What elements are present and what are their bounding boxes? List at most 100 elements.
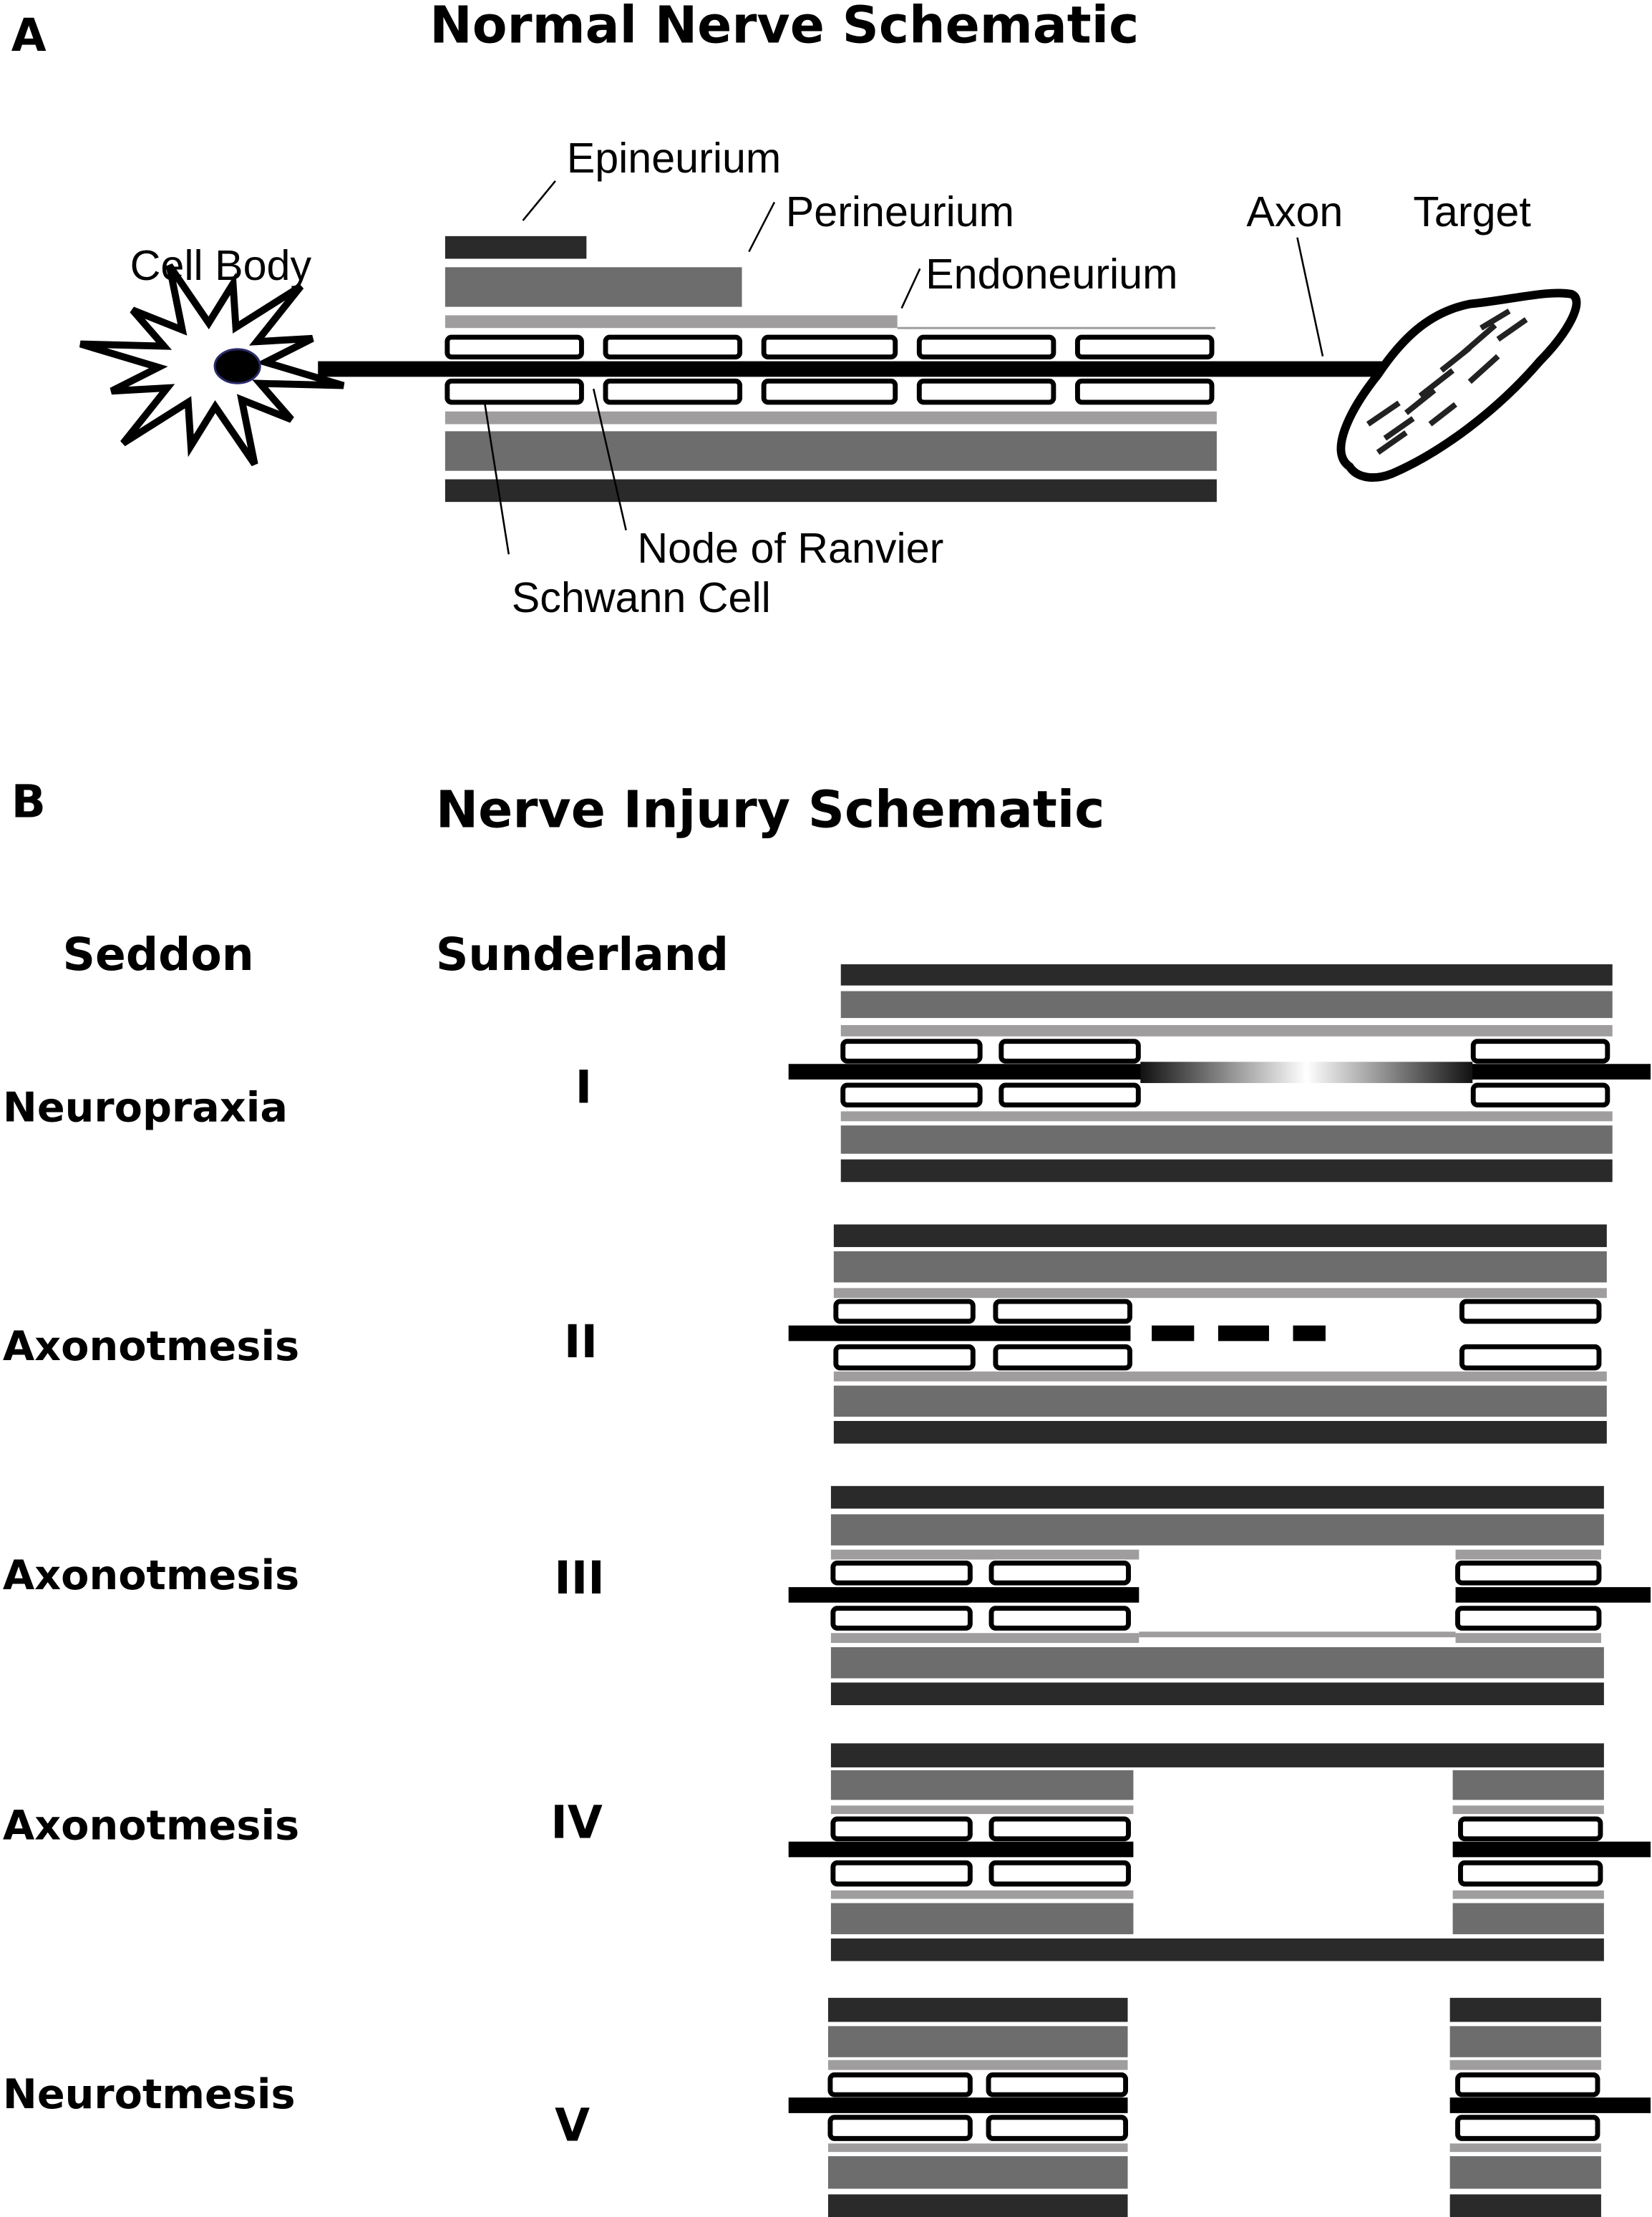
endoneurium-layer xyxy=(1449,2143,1601,2153)
epineurium-layer xyxy=(1449,1997,1601,2022)
schwann-cell xyxy=(603,378,743,405)
schwann-cell xyxy=(1459,1344,1602,1371)
perineurium-layer xyxy=(830,1903,1134,1934)
muscle-fiber-stroke xyxy=(1460,323,1497,356)
perineurium-layer xyxy=(840,991,1613,1019)
nerve-injury-diagram xyxy=(788,964,1651,2217)
schwann-cell xyxy=(830,1561,973,1586)
muscle-fiber-stroke xyxy=(1404,388,1437,415)
schwann-cell xyxy=(993,1299,1132,1324)
sunderland-grade: I xyxy=(575,1061,593,1114)
cell-body-icon xyxy=(79,263,345,467)
seddon-label: Axonotmesis xyxy=(3,1802,299,1850)
schwann-cell xyxy=(1455,1606,1602,1631)
endoneurium-remnant xyxy=(1139,1631,1456,1638)
schwann-cell xyxy=(840,1039,983,1064)
schwann-cell xyxy=(999,1039,1141,1064)
endoneurium-layer xyxy=(1452,1890,1604,1899)
schwann-cell xyxy=(1470,1082,1610,1108)
schwann-cell xyxy=(444,334,584,360)
schwann-cell xyxy=(840,1082,983,1108)
endoneurium-layer xyxy=(1455,1633,1601,1644)
schwann-cell xyxy=(830,1816,973,1842)
schwann-cell xyxy=(603,334,743,360)
endoneurium-layer xyxy=(1449,2060,1601,2070)
epineurium-layer xyxy=(833,1224,1607,1248)
schwann-cell xyxy=(1455,2115,1600,2141)
perineurium-layer xyxy=(1449,2026,1601,2057)
schwann-cell xyxy=(830,1606,973,1631)
perineurium-layer xyxy=(830,1647,1604,1679)
muscle-fiber-stroke xyxy=(1383,416,1415,441)
perineurium-layer xyxy=(830,1770,1134,1800)
demyelinated-segment xyxy=(1140,1062,1473,1083)
panel-b-letter: B xyxy=(11,775,46,828)
label-endoneurium: Endoneurium xyxy=(925,250,1177,298)
sunderland-grade: II xyxy=(564,1315,598,1368)
label-axon: Axon xyxy=(1246,188,1343,236)
muscle-fiber-stroke xyxy=(1366,400,1401,427)
endoneurium-layer xyxy=(840,1111,1613,1122)
leader-line xyxy=(522,180,556,221)
seddon-label: Axonotmesis xyxy=(3,1322,299,1370)
perineurium-layer xyxy=(833,1251,1607,1283)
schwann-cell xyxy=(761,378,898,405)
nucleus-icon xyxy=(213,348,261,384)
leader-line xyxy=(748,201,776,253)
endoneurium-layer xyxy=(830,1805,1134,1815)
endoneurium-layer xyxy=(444,411,1217,425)
schwann-cell xyxy=(1458,1816,1603,1842)
leader-line xyxy=(483,402,510,555)
schwann-cell xyxy=(988,1816,1131,1842)
epineurium-layer xyxy=(830,1485,1604,1509)
label-cell-body: Cell Body xyxy=(130,241,312,289)
sunderland-grade: III xyxy=(554,1551,605,1604)
epineurium-layer xyxy=(444,236,587,259)
perineurium-layer xyxy=(1449,2156,1601,2189)
injury-row-grade-3 xyxy=(788,1485,1651,1706)
column-header-seddon: Seddon xyxy=(63,928,254,981)
perineurium-layer xyxy=(827,2156,1128,2189)
schwann-cell xyxy=(827,2072,973,2097)
label-schwann-cell: Schwann Cell xyxy=(512,573,771,621)
schwann-cell xyxy=(999,1082,1141,1108)
schwann-cell xyxy=(1074,378,1215,405)
label-perineurium: Perineurium xyxy=(786,188,1014,236)
muscle-fiber-stroke xyxy=(1467,354,1500,384)
schwann-cell xyxy=(1459,1299,1602,1324)
schwann-cell xyxy=(830,1860,973,1887)
leader-line xyxy=(592,388,627,530)
muscle-fiber-stroke xyxy=(1376,430,1408,455)
endoneurium-layer xyxy=(827,2143,1128,2153)
schwann-cell xyxy=(761,334,898,360)
perineurium-layer xyxy=(1452,1770,1604,1800)
schwann-cell xyxy=(986,2115,1129,2141)
endoneurium-layer xyxy=(833,1288,1607,1299)
schwann-cell xyxy=(916,334,1056,360)
target-muscle-icon xyxy=(1336,288,1581,482)
epineurium-layer xyxy=(830,1682,1604,1706)
schwann-cell xyxy=(1470,1039,1610,1064)
label-epineurium: Epineurium xyxy=(567,134,782,182)
endoneurium-layer xyxy=(830,1549,1140,1560)
label-target: Target xyxy=(1413,188,1531,236)
endoneurium-layer xyxy=(840,1024,1613,1037)
injury-row-grade-5 xyxy=(788,1997,1651,2217)
schwann-cell xyxy=(833,1299,976,1324)
perineurium-layer xyxy=(830,1514,1604,1546)
epineurium-layer xyxy=(833,1421,1607,1444)
epineurium-layer xyxy=(830,1938,1604,1961)
endoneurium-layer xyxy=(444,315,898,329)
perineurium-layer xyxy=(1452,1903,1604,1934)
injury-row-grade-1 xyxy=(788,964,1651,1183)
schwann-cell xyxy=(988,1561,1131,1586)
muscle-fiber-stroke xyxy=(1418,368,1455,399)
perineurium-layer xyxy=(444,431,1217,471)
schwann-cell xyxy=(827,2115,973,2141)
endoneurium-layer xyxy=(827,2060,1128,2070)
column-header-sunderland: Sunderland xyxy=(436,928,729,981)
leader-line xyxy=(900,268,921,309)
muscle-fiber-stroke xyxy=(1496,317,1528,342)
schwann-cell xyxy=(1458,1860,1603,1887)
perineurium-layer xyxy=(827,2026,1128,2057)
